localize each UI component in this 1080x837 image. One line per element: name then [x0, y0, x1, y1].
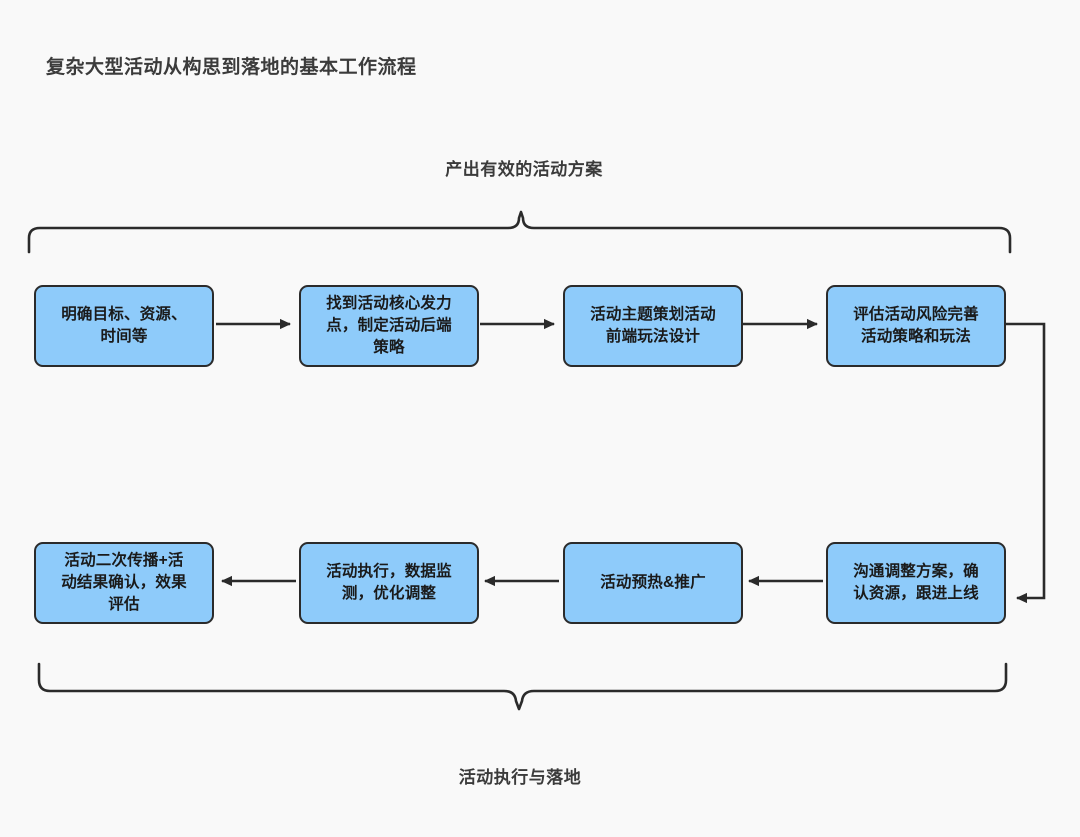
- flow-node-n7[interactable]: 活动执行，数据监 测，优化调整: [299, 542, 479, 624]
- flow-node-n2-line-3: 策略: [373, 339, 405, 356]
- brace-bottom: [37, 662, 1008, 711]
- flow-node-n8-line-3: 评估: [108, 596, 140, 613]
- flow-node-n7-line-1: 活动执行，数据监: [326, 563, 452, 580]
- flow-node-n5-line-1: 沟通调整方案，确: [853, 563, 979, 580]
- page-title: 复杂大型活动从构思到落地的基本工作流程: [46, 57, 417, 78]
- flow-node-n2[interactable]: 找到活动核心发力 点，制定活动后端 策略: [299, 285, 479, 367]
- flow-node-n5[interactable]: 沟通调整方案，确 认资源，跟进上线: [826, 542, 1006, 624]
- flow-node-n1[interactable]: 明确目标、资源、 时间等: [34, 285, 214, 367]
- flow-node-n4[interactable]: 评估活动风险完善 活动策略和玩法: [826, 285, 1006, 367]
- flow-node-n5-line-2: 认资源，跟进上线: [853, 585, 979, 602]
- flow-node-n8[interactable]: 活动二次传播+活 动结果确认，效果 评估: [34, 542, 214, 624]
- group-label-bottom: 活动执行与落地: [458, 768, 582, 787]
- group-label-top: 产出有效的活动方案: [445, 160, 603, 179]
- flow-node-n3-line-2: 前端玩法设计: [605, 328, 701, 345]
- flow-node-n2-line-2: 点，制定活动后端: [326, 317, 452, 334]
- flow-node-n1-line-2: 时间等: [100, 328, 148, 345]
- flow-node-n7-line-2: 测，优化调整: [341, 585, 437, 602]
- flow-node-n3[interactable]: 活动主题策划活动 前端玩法设计: [563, 285, 743, 367]
- flow-node-n8-line-1: 活动二次传播+活: [64, 552, 184, 569]
- flow-node-n2-line-1: 找到活动核心发力: [326, 295, 452, 312]
- flow-node-n6-line-1: 活动预热&推广: [600, 574, 706, 591]
- flow-node-n4-line-2: 活动策略和玩法: [861, 328, 971, 345]
- flow-node-n1-line-1: 明确目标、资源、: [61, 306, 187, 323]
- flow-node-n3-line-1: 活动主题策划活动: [590, 306, 716, 323]
- edge-n4-n5: [1002, 322, 1046, 604]
- brace-top: [27, 210, 1012, 254]
- flow-node-n8-line-2: 动结果确认，效果: [61, 574, 187, 591]
- flow-node-n4-line-1: 评估活动风险完善: [853, 306, 979, 323]
- flow-node-n6[interactable]: 活动预热&推广: [563, 542, 743, 624]
